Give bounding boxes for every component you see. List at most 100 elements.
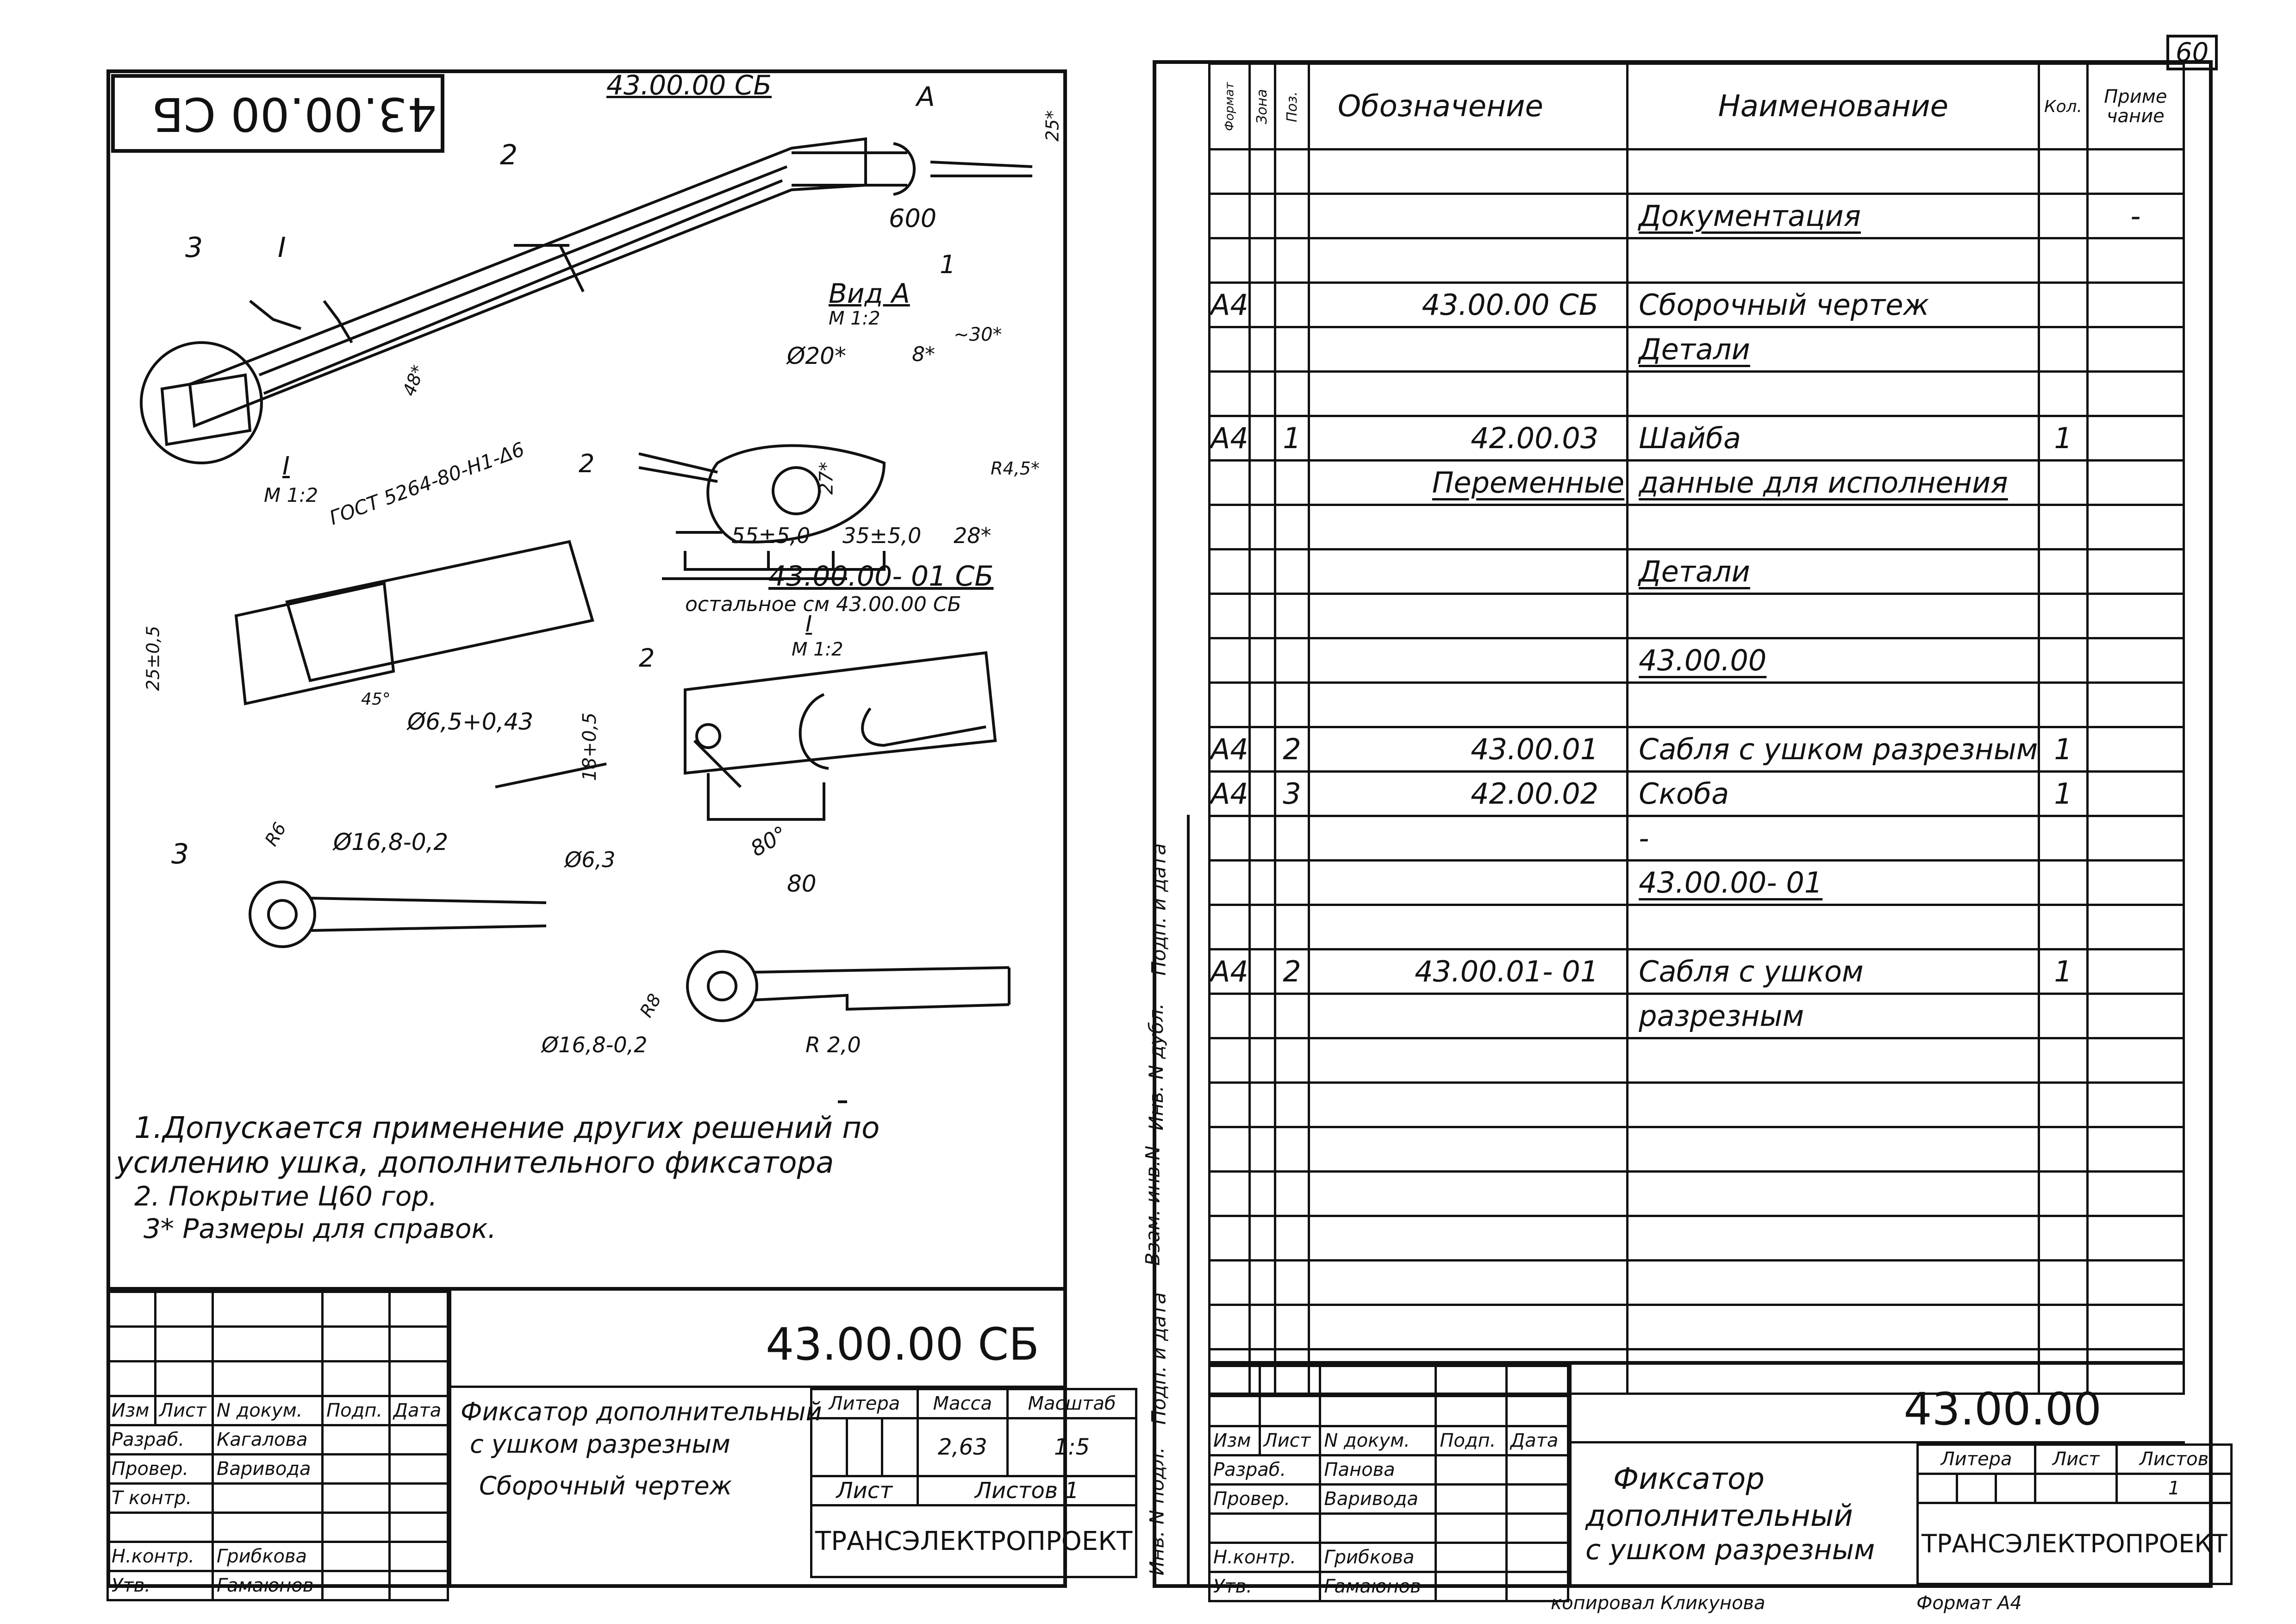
spec-zone-cell bbox=[1248, 237, 1277, 284]
spec-note-cell bbox=[2086, 948, 2185, 995]
spec-zone-cell bbox=[1248, 548, 1277, 595]
spec-qty-cell bbox=[2038, 904, 2089, 950]
l-scale: Масштаб bbox=[1006, 1388, 1138, 1419]
spec-name-cell bbox=[1626, 593, 2040, 639]
right-code: 43.00.00 bbox=[1903, 1383, 2102, 1435]
spec-note-cell bbox=[2086, 370, 2185, 417]
spec-note-cell bbox=[2086, 1348, 2185, 1395]
l-role-5: Утв. bbox=[106, 1570, 214, 1601]
spec-name-cell bbox=[1626, 1037, 2040, 1084]
side-label-2: Взам. инв.N bbox=[1141, 1145, 1164, 1266]
spec-qty-cell bbox=[2038, 859, 2089, 906]
pos-2b: 2 bbox=[579, 449, 595, 478]
spec-note-cell bbox=[2086, 326, 2185, 373]
spec-note-cell bbox=[2086, 993, 2185, 1039]
spec-format-cell bbox=[1208, 237, 1251, 284]
r-name-1: Варивода bbox=[1319, 1483, 1437, 1515]
right-name-2: с ушком разрезным bbox=[1585, 1534, 1875, 1566]
spec-zone-cell bbox=[1248, 148, 1277, 195]
spec-pos-cell bbox=[1274, 1215, 1310, 1262]
left-meta-grid: Литера Масса Масштаб 2,63 1:5 Лист Листо… bbox=[810, 1388, 1138, 1578]
spec-designation-cell bbox=[1307, 993, 1629, 1039]
dim-600: 600 bbox=[889, 204, 937, 233]
spec-zone-cell bbox=[1248, 193, 1277, 239]
note-1b: усилению ушка, дополнительного фиксатора bbox=[116, 1146, 834, 1180]
r-litera: Литера bbox=[1916, 1443, 2037, 1475]
right-name-0: Фиксатор bbox=[1613, 1462, 1765, 1496]
view-a-scale: М 1:2 bbox=[829, 308, 880, 329]
spec-row bbox=[1208, 1037, 2185, 1084]
rh-ndok: N докум. bbox=[1319, 1425, 1437, 1456]
spec-format-cell bbox=[1208, 1215, 1251, 1262]
spec-note-cell bbox=[2086, 815, 2185, 862]
spec-pos-cell bbox=[1274, 326, 1310, 373]
spec-zone-cell bbox=[1248, 1170, 1277, 1217]
spec-name-cell: 43.00.00 bbox=[1626, 637, 2040, 684]
spec-note-cell bbox=[2086, 504, 2185, 550]
spec-designation-cell: 43.00.01 bbox=[1307, 726, 1629, 773]
r-role-1: Провер. bbox=[1208, 1483, 1322, 1515]
left-name-cell: Фиксатор дополнительный с ушком разрезны… bbox=[449, 1388, 822, 1587]
r-role-3: Н.контр. bbox=[1208, 1542, 1322, 1573]
left-name-2: Сборочный чертеж bbox=[479, 1471, 732, 1500]
spec-name-cell bbox=[1626, 504, 2040, 550]
spec-name-cell bbox=[1626, 1348, 2040, 1395]
rh-podp: Подп. bbox=[1435, 1425, 1508, 1456]
hdr-note: Приме чание bbox=[2086, 62, 2185, 150]
side-label-column: Подп. и дата Инв. N дубл. Взам. инв.N По… bbox=[1141, 815, 1190, 1588]
spec-zone-cell bbox=[1248, 770, 1277, 817]
spec-designation-cell bbox=[1307, 637, 1629, 684]
spec-row bbox=[1208, 904, 2185, 950]
spec-qty-cell bbox=[2038, 1081, 2089, 1128]
spec-qty-cell bbox=[2038, 237, 2089, 284]
spec-qty-cell bbox=[2038, 1170, 2089, 1217]
spec-format-cell: А4 bbox=[1208, 770, 1251, 817]
spec-note-cell bbox=[2086, 459, 2185, 506]
spec-zone-cell bbox=[1248, 459, 1277, 506]
spec-designation-cell bbox=[1307, 370, 1629, 417]
note-1: 1.Допускается применение других решений … bbox=[134, 1111, 880, 1145]
spec-note-cell bbox=[2086, 681, 2185, 728]
spec-row: Детали bbox=[1208, 548, 2185, 595]
spec-zone-cell bbox=[1248, 326, 1277, 373]
variant-note: остальное см 43.00.00 СБ bbox=[685, 593, 961, 616]
spec-qty-cell: 1 bbox=[2038, 726, 2089, 773]
spec-format-cell bbox=[1208, 326, 1251, 373]
dim-27: 27* bbox=[816, 462, 837, 495]
spec-pos-cell bbox=[1274, 859, 1310, 906]
spec-zone-cell bbox=[1248, 637, 1277, 684]
spec-designation-cell bbox=[1307, 1081, 1629, 1128]
l-role-4: Н.контр. bbox=[106, 1541, 214, 1572]
left-sheet-frame bbox=[106, 69, 1067, 1588]
spec-pos-cell bbox=[1274, 1170, 1310, 1217]
r-sheet: Лист bbox=[2034, 1443, 2118, 1475]
spec-note-cell: - bbox=[2086, 193, 2185, 239]
r-role-2 bbox=[1208, 1512, 1322, 1544]
l-name-2 bbox=[211, 1482, 324, 1514]
spec-qty-cell bbox=[2038, 193, 2089, 239]
spec-row bbox=[1208, 1215, 2185, 1262]
spec-row: Детали bbox=[1208, 326, 2185, 373]
dim-d168b: Ø16,8-0,2 bbox=[542, 1032, 648, 1057]
spec-designation-cell: Переменные bbox=[1307, 459, 1629, 506]
spec-note-cell bbox=[2086, 593, 2185, 639]
spec-format-cell bbox=[1208, 1037, 1251, 1084]
lh-izm: Изм bbox=[106, 1395, 157, 1426]
spec-pos-cell bbox=[1274, 237, 1310, 284]
spec-format-cell bbox=[1208, 637, 1251, 684]
r-role-0: Разраб. bbox=[1208, 1454, 1322, 1486]
spec-zone-cell bbox=[1248, 993, 1277, 1039]
spec-name-cell bbox=[1626, 1215, 2040, 1262]
l-mass: Масса bbox=[916, 1388, 1009, 1419]
spec-format-cell: А4 bbox=[1208, 415, 1251, 462]
spec-designation-cell bbox=[1307, 1259, 1629, 1306]
l-role-1: Провер. bbox=[106, 1453, 214, 1485]
detail-i-title: I bbox=[282, 451, 290, 481]
spec-name-cell: Скоба bbox=[1626, 770, 2040, 817]
spec-name-cell bbox=[1626, 237, 2040, 284]
spec-qty-cell: 1 bbox=[2038, 948, 2089, 995]
roman-1: I bbox=[278, 231, 286, 264]
dim-d8: 8* bbox=[912, 343, 935, 366]
spec-format-cell: А4 bbox=[1208, 281, 1251, 328]
dim-18: 18+0,5 bbox=[579, 712, 601, 781]
